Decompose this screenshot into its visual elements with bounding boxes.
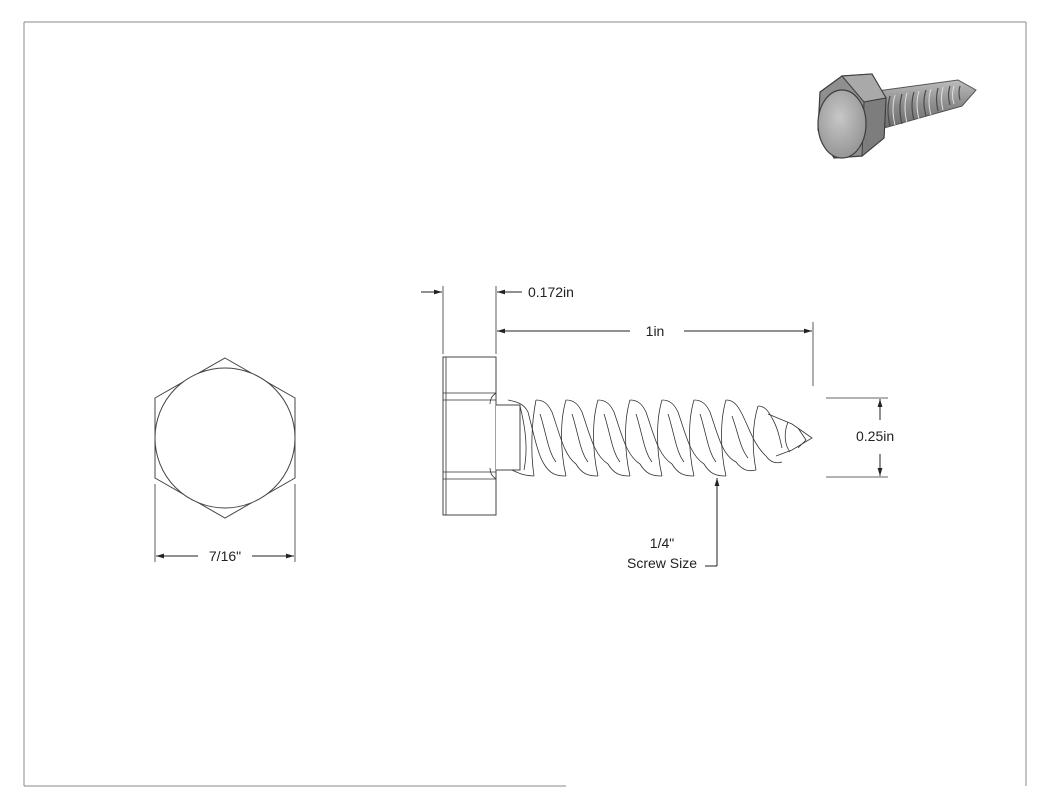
screw-size-caption: Screw Size [627, 555, 697, 571]
length-dimension: 1in [497, 322, 814, 386]
diameter-dimension: 0.25in [826, 397, 894, 478]
across-flats-dimension: 7/16" [154, 484, 296, 564]
head-height-label: 0.172in [528, 284, 574, 300]
across-flats-label: 7/16" [209, 548, 241, 564]
sheet-border [23, 21, 1027, 787]
diameter-label: 0.25in [856, 428, 894, 444]
isometric-render [817, 73, 977, 159]
head-height-dimension: 0.172in [421, 284, 574, 354]
screw-size-value: 1/4" [650, 535, 674, 551]
screw-size-callout: 1/4" Screw Size [627, 478, 720, 571]
end-view [154, 357, 296, 519]
length-label: 1in [646, 323, 665, 339]
side-view [442, 356, 813, 516]
